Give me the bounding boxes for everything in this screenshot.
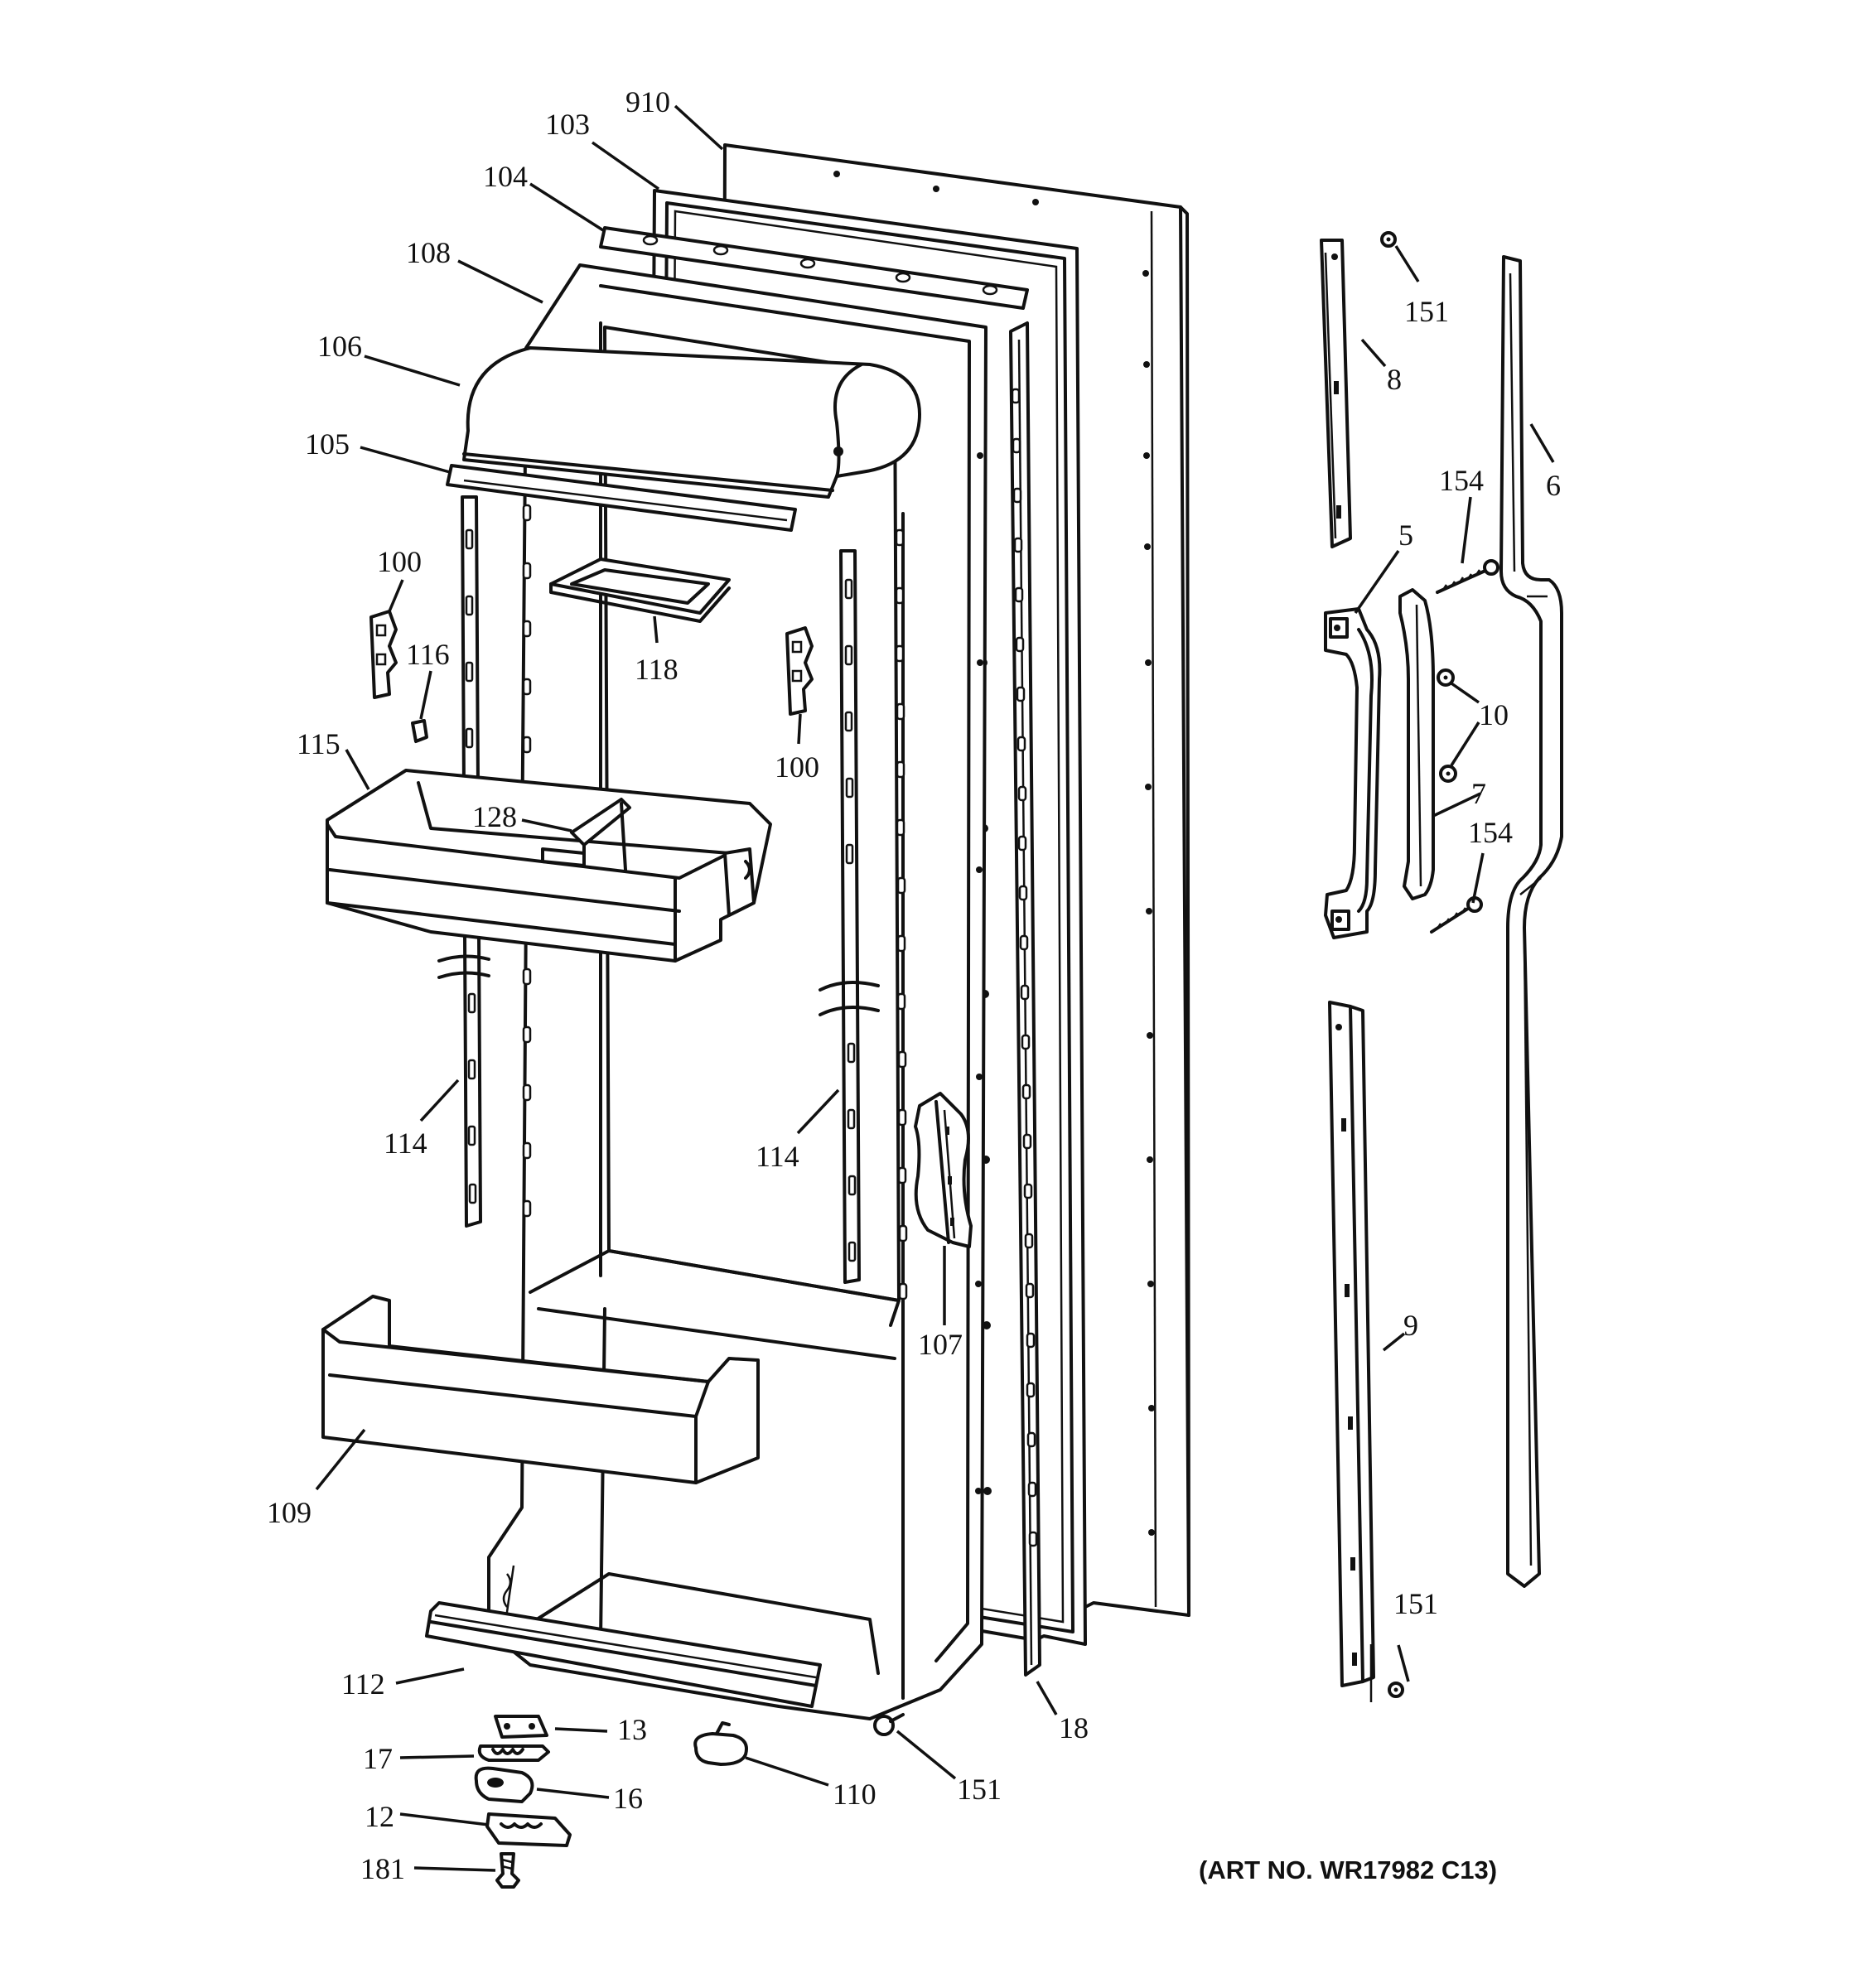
callout-107: 107	[918, 1328, 963, 1361]
upper-door-bin	[326, 769, 772, 963]
top-screw	[1380, 231, 1397, 248]
handle-long-screw-upper	[1436, 559, 1499, 594]
hinge-side-strip	[1009, 321, 1041, 1677]
callout-112: 112	[341, 1667, 385, 1701]
right-shelf-rail	[819, 549, 880, 1284]
lower-screw	[1369, 1644, 1404, 1702]
callout-labels: 910 103 104 108 106 105 100 116 115 128 …	[267, 85, 1561, 1885]
callout-7: 7	[1471, 777, 1486, 810]
callout-118: 118	[635, 653, 678, 686]
callout-9: 9	[1403, 1309, 1418, 1342]
callout-10: 10	[1479, 698, 1509, 731]
callout-151-bottom: 151	[957, 1773, 1002, 1806]
egg-tray	[549, 557, 731, 623]
callout-100-left: 100	[377, 545, 422, 578]
callout-17: 17	[363, 1742, 393, 1775]
bottom-screw	[873, 1713, 905, 1736]
lower-handle-mount	[1328, 1001, 1375, 1687]
bottom-trim-strip	[425, 1601, 822, 1708]
callout-18: 18	[1059, 1711, 1089, 1744]
callout-910: 910	[625, 85, 670, 118]
hinge-cam	[474, 1766, 534, 1803]
callout-151-top: 151	[1404, 295, 1449, 328]
handle-screws	[1437, 668, 1457, 783]
handle-insert	[1398, 588, 1435, 900]
leader-lines	[315, 104, 1555, 1872]
callout-108: 108	[406, 236, 451, 269]
callout-13: 13	[617, 1713, 647, 1746]
hinge-spacer	[477, 1744, 550, 1762]
callout-103: 103	[545, 108, 590, 141]
callout-12: 12	[365, 1800, 394, 1833]
callout-16: 16	[613, 1782, 643, 1815]
lower-door-bin	[321, 1295, 760, 1484]
handle-trim	[1499, 255, 1563, 1588]
art-number: (ART NO. WR17982 C13)	[1199, 1855, 1497, 1884]
callout-105: 105	[305, 427, 350, 461]
hinge-cover	[914, 1092, 973, 1248]
callout-154-upper: 154	[1439, 464, 1484, 497]
callout-154-lower: 154	[1468, 816, 1513, 849]
dairy-trim-strip	[446, 464, 797, 532]
left-shelf-bracket	[369, 610, 398, 699]
callout-6: 6	[1546, 469, 1561, 502]
callout-8: 8	[1387, 363, 1402, 396]
bin-divider	[541, 798, 631, 871]
hinge-screw	[495, 1852, 520, 1889]
callout-106: 106	[317, 330, 362, 363]
callout-128: 128	[472, 800, 517, 833]
top-trim-strip	[599, 226, 1029, 310]
hinge-bracket	[485, 1812, 572, 1847]
door-handle	[1324, 607, 1382, 939]
upper-handle-mount	[1320, 239, 1352, 548]
callout-5: 5	[1398, 519, 1413, 552]
plug-button	[693, 1721, 748, 1766]
callout-104: 104	[483, 160, 528, 193]
shelf-clip	[411, 719, 428, 743]
callout-110: 110	[833, 1778, 876, 1811]
callout-109: 109	[267, 1496, 311, 1529]
hinge-shim	[494, 1715, 548, 1739]
callout-151-lower-right: 151	[1393, 1587, 1438, 1620]
callout-115: 115	[297, 727, 340, 760]
break-mark-left	[437, 954, 490, 979]
callout-181: 181	[360, 1852, 405, 1885]
callout-114-right: 114	[756, 1140, 799, 1173]
dairy-compartment-door	[462, 346, 921, 499]
callout-116: 116	[406, 638, 450, 671]
callout-114-left: 114	[384, 1127, 427, 1160]
right-shelf-bracket	[785, 626, 814, 716]
callout-100-right: 100	[775, 750, 819, 784]
